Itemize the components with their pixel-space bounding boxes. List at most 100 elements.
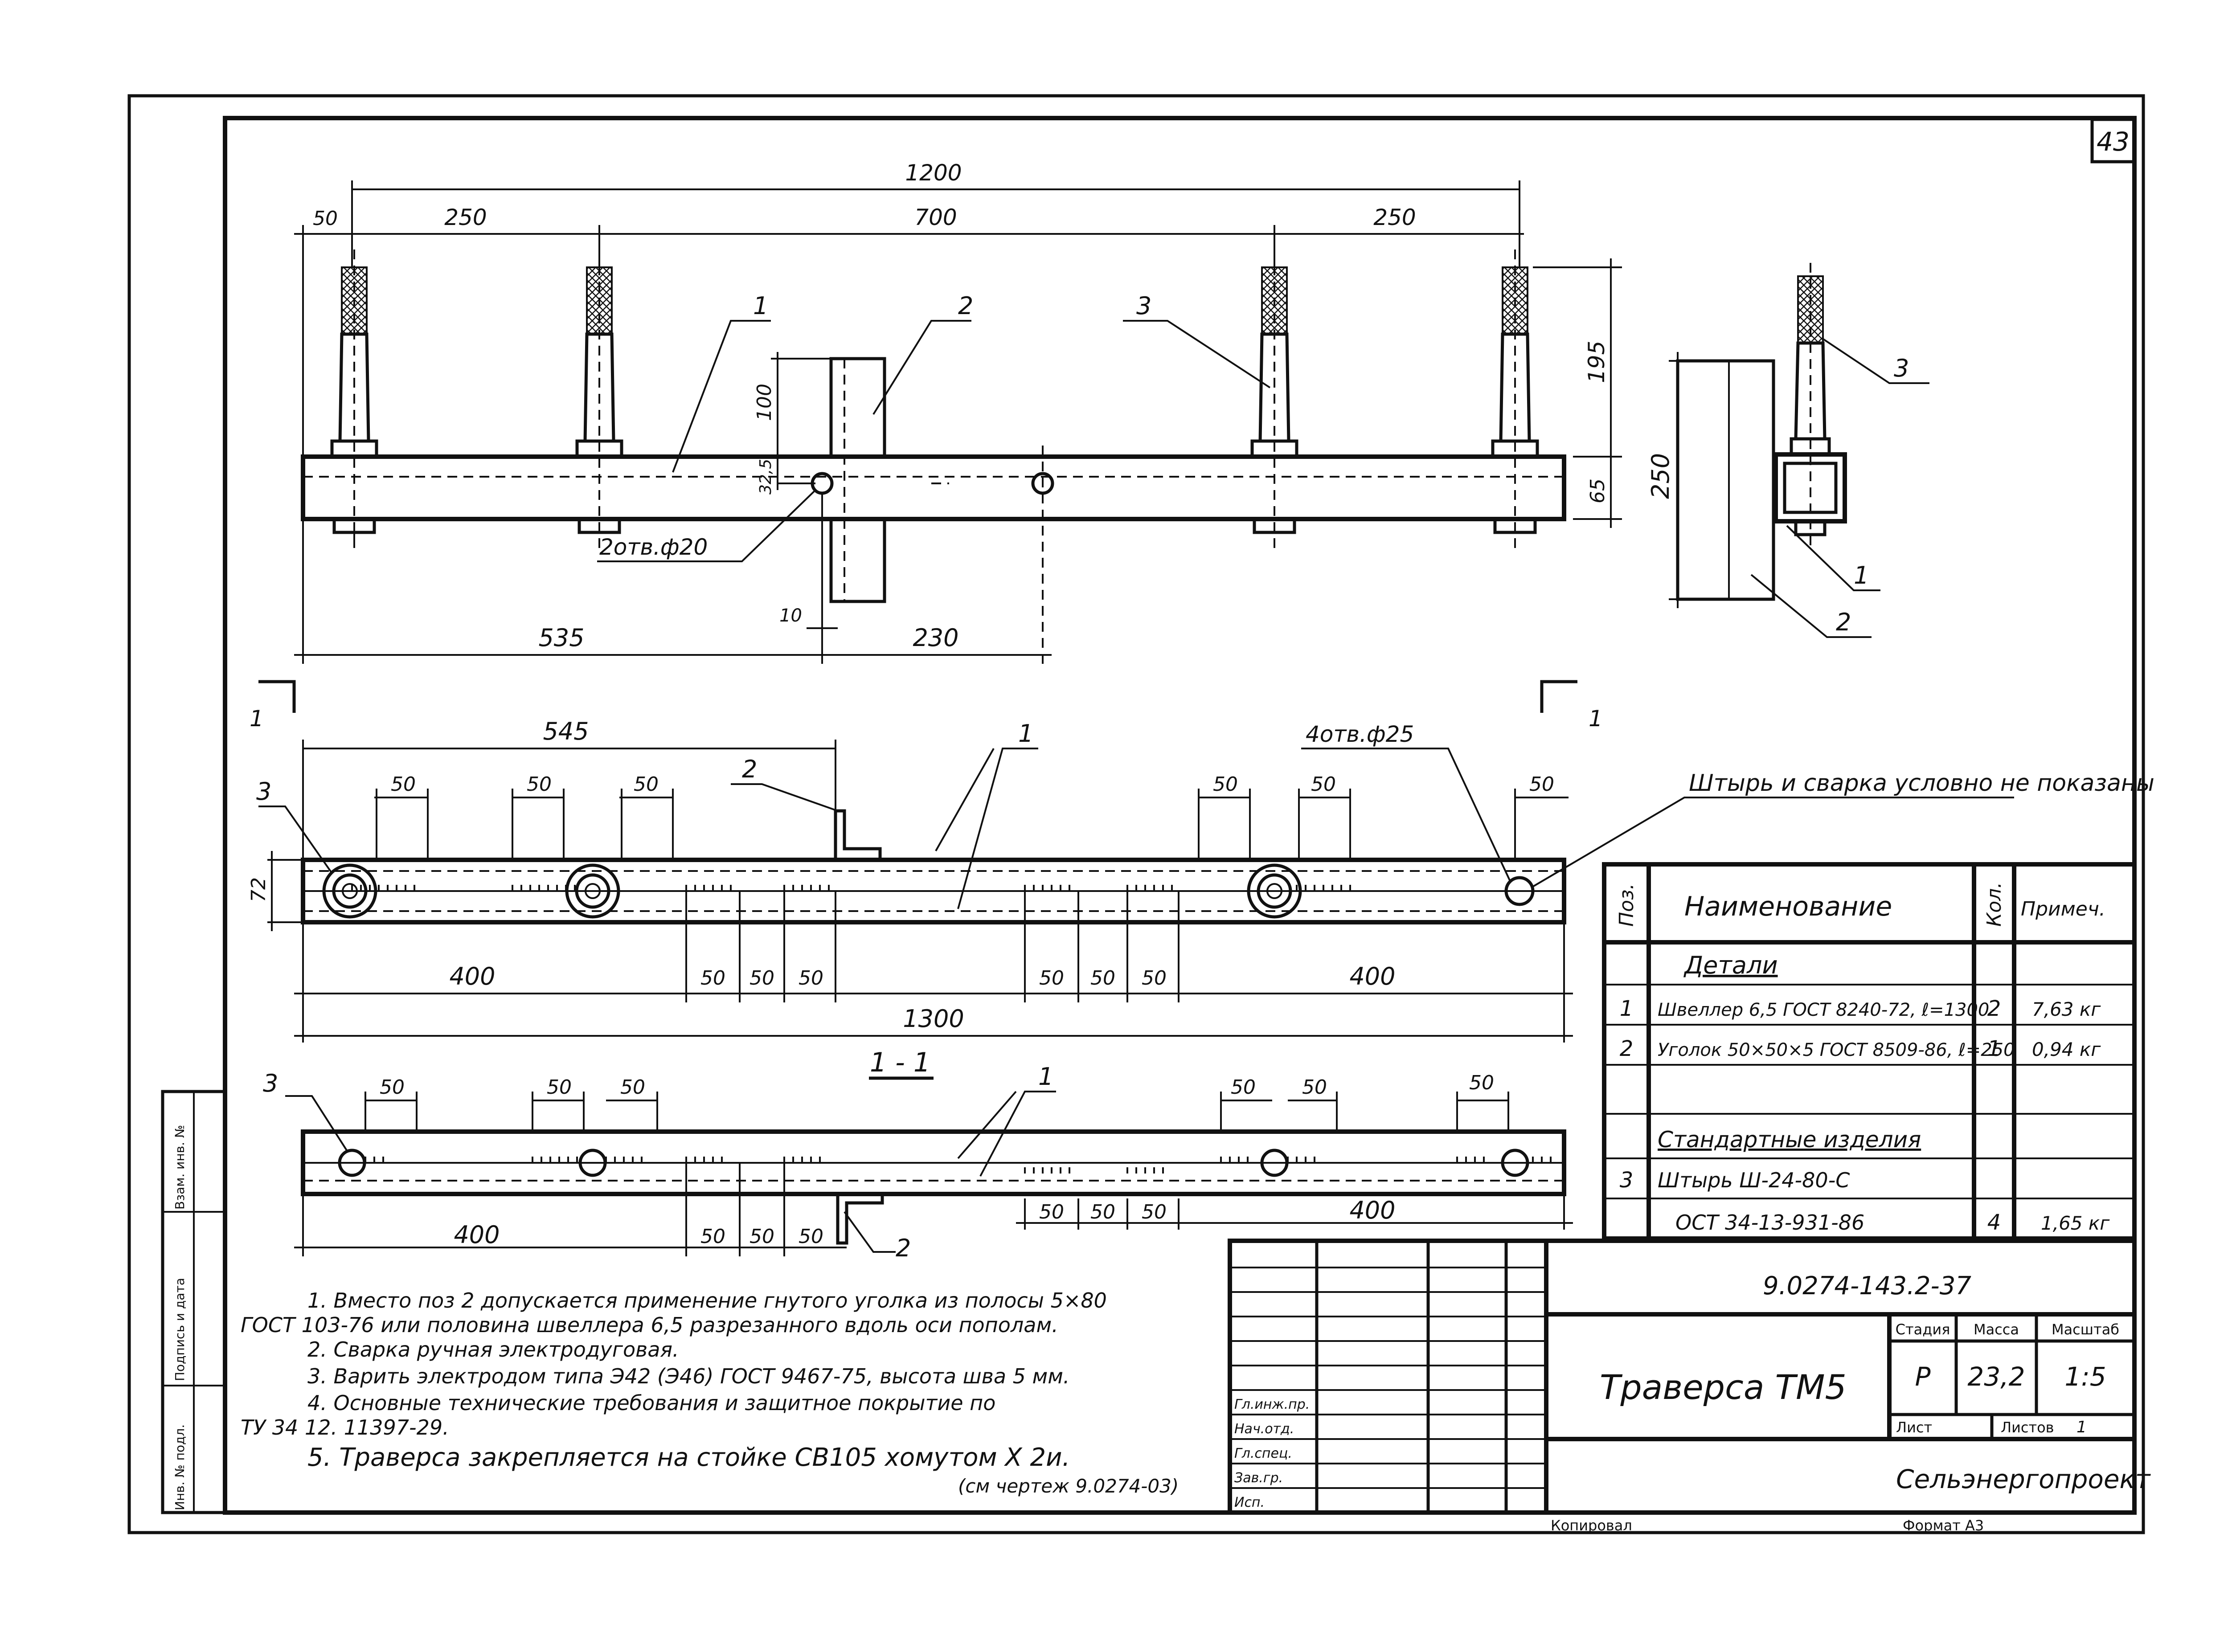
pin-rings <box>322 863 1535 919</box>
note-line: ГОСТ 103-76 или половина швеллера 6,5 ра… <box>241 1313 1058 1337</box>
org-name: Сельэнергопроект <box>1896 1464 2151 1494</box>
section-top-50-dims: 50 50 50 50 50 50 <box>365 1071 1509 1132</box>
section-weld-marks <box>365 1157 1552 1174</box>
dim-50: 50 <box>1529 773 1554 796</box>
scale-value: 1:5 <box>2064 1362 2106 1392</box>
dim-50: 50 <box>547 1076 572 1099</box>
dim-plan-400-left: 400 <box>449 962 495 990</box>
drawing-title: Траверса ТМ5 <box>1600 1367 1847 1407</box>
hole-note-top: 2отв.ф20 <box>599 534 708 560</box>
insulator-pin <box>330 249 378 548</box>
dim-hole-spacing: 230 <box>913 624 958 652</box>
sheet-number: 43 <box>2097 127 2130 157</box>
holes-note-plan: 4отв.ф25 <box>1306 721 1414 747</box>
callout-plan-2: 2 <box>742 755 757 783</box>
section-mark-left: 1 <box>250 706 264 732</box>
stamp-inv-podl: Инв. № подл. <box>172 1424 187 1510</box>
dim-50: 50 <box>1142 1201 1167 1223</box>
copied-label: Копировал <box>1551 1517 1632 1534</box>
dim-50: 50 <box>799 1225 823 1248</box>
spec-row2-note: 0,94 кг <box>2032 1039 2101 1060</box>
dim-angle-height: 100 <box>753 384 776 421</box>
spec-row3-name: Штырь Ш-24-80-С <box>1658 1168 1850 1192</box>
dim-overall-1200: 1200 <box>905 160 962 186</box>
scale-header: Масштаб <box>2052 1321 2119 1338</box>
sign-row-label: Зав.гр. <box>1234 1470 1283 1486</box>
dim-50: 50 <box>749 1225 774 1248</box>
dim-50: 50 <box>1090 967 1115 990</box>
spec-row4-qty: 4 <box>1987 1210 2001 1235</box>
sign-row-label: Гл.спец. <box>1234 1446 1292 1461</box>
dim-hole-offset: 32,5 <box>757 459 775 495</box>
note-line: 3. Варить электродом типа Э42 (Э46) ГОСТ… <box>307 1364 1070 1388</box>
callout-plan-3: 3 <box>256 777 271 806</box>
side-view: 250 3 1 2 <box>1646 263 1929 638</box>
spec-header-pos: Поз. <box>1615 883 1638 927</box>
dim-width-72: 72 <box>247 877 270 902</box>
note-line: 4. Основные технические требования и защ… <box>307 1391 995 1415</box>
note-line: 2. Сварка ручная электродуговая. <box>307 1337 679 1362</box>
insulator-pin <box>1491 249 1539 548</box>
spec-header-qty: Кол. <box>1983 882 2006 927</box>
spec-row1-name: Швеллер 6,5 ГОСТ 8240-72, ℓ=1300 <box>1658 1000 1989 1020</box>
dim-plan-545: 545 <box>543 717 589 745</box>
dim-plan-400-right: 400 <box>1349 962 1395 990</box>
sheet-label: Лист <box>1896 1419 1932 1436</box>
callout-side-1: 1 <box>1854 561 1869 589</box>
callout-section-2: 2 <box>896 1234 911 1262</box>
callout-section-1: 1 <box>1038 1063 1053 1091</box>
dim-50: 50 <box>1142 967 1167 990</box>
dim-50: 50 <box>391 773 416 796</box>
sign-row-label: Нач.отд. <box>1234 1421 1294 1437</box>
dim-50: 50 <box>749 967 774 990</box>
callout-side-2: 2 <box>1836 608 1851 636</box>
stage-header: Стадия <box>1896 1321 1950 1338</box>
dim-50: 50 <box>1039 967 1064 990</box>
dim-50: 50 <box>1231 1076 1256 1099</box>
callout-top-2: 2 <box>958 292 973 320</box>
insulator-pin <box>1250 249 1298 548</box>
sheets-value: 1 <box>2076 1418 2087 1436</box>
side-stamp: Взам. инв. № Подпись и дата Инв. № подл. <box>161 1090 227 1514</box>
section-title: 1 - 1 <box>870 1047 930 1078</box>
dim-channel-height: 65 <box>1586 478 1609 503</box>
spec-row1-qty: 2 <box>1987 996 2001 1021</box>
insulator-pin <box>575 249 623 548</box>
stage-value: Р <box>1915 1362 1931 1392</box>
section-view: 1 - 1 2 3 <box>263 1047 1573 1262</box>
spec-group-details: Детали <box>1683 951 1778 979</box>
spec-row4-name: ОСТ 34-13-931-86 <box>1675 1210 1864 1235</box>
plan-view: 1 1 <box>247 680 2154 1043</box>
dim-50: 50 <box>1469 1071 1494 1094</box>
doc-code: 9.0274-143.2-37 <box>1763 1272 1971 1300</box>
spec-group-standard: Стандартные изделия <box>1658 1127 1921 1153</box>
spec-header-name: Наименование <box>1684 891 1892 922</box>
callout-section-3: 3 <box>263 1069 278 1097</box>
callout-top-3: 3 <box>1136 292 1151 320</box>
weld-marks <box>351 885 1351 891</box>
dim-50: 50 <box>1213 773 1238 796</box>
sign-row-label: Гл.инж.пр. <box>1234 1397 1310 1412</box>
spec-row1-pos: 1 <box>1620 996 1634 1021</box>
callout-top-1: 1 <box>753 292 768 320</box>
technical-notes: 1. Вместо поз 2 допускается применение г… <box>241 1288 1179 1497</box>
spec-row2-name: Уголок 50×50×5 ГОСТ 8509-86, ℓ=250 <box>1658 1040 2015 1060</box>
note-line: 5. Траверса закрепляется на стойке СВ105… <box>307 1443 1070 1472</box>
dim-50: 50 <box>620 1076 645 1099</box>
dim-span-mid: 700 <box>914 204 957 230</box>
note-line: (см чертеж 9.0274-03) <box>958 1475 1179 1497</box>
spec-row1-note: 7,63 кг <box>2032 998 2101 1020</box>
dim-50: 50 <box>1090 1201 1115 1223</box>
sign-row-label: Исп. <box>1234 1495 1265 1510</box>
dim-50: 50 <box>1302 1076 1327 1099</box>
dim-50: 50 <box>700 1225 725 1248</box>
dim-gap-10: 10 <box>779 605 802 626</box>
plan-note: Штырь и сварка условно не показаны <box>1689 770 2154 797</box>
spec-row2-qty: 1 <box>1987 1036 2001 1061</box>
spec-header-note: Примеч. <box>2021 898 2105 920</box>
stamp-vzam: Взам. инв. № <box>172 1125 187 1210</box>
dim-50: 50 <box>1311 773 1336 796</box>
insulator-posts <box>330 249 1539 548</box>
spec-row3-pos: 3 <box>1620 1168 1634 1193</box>
